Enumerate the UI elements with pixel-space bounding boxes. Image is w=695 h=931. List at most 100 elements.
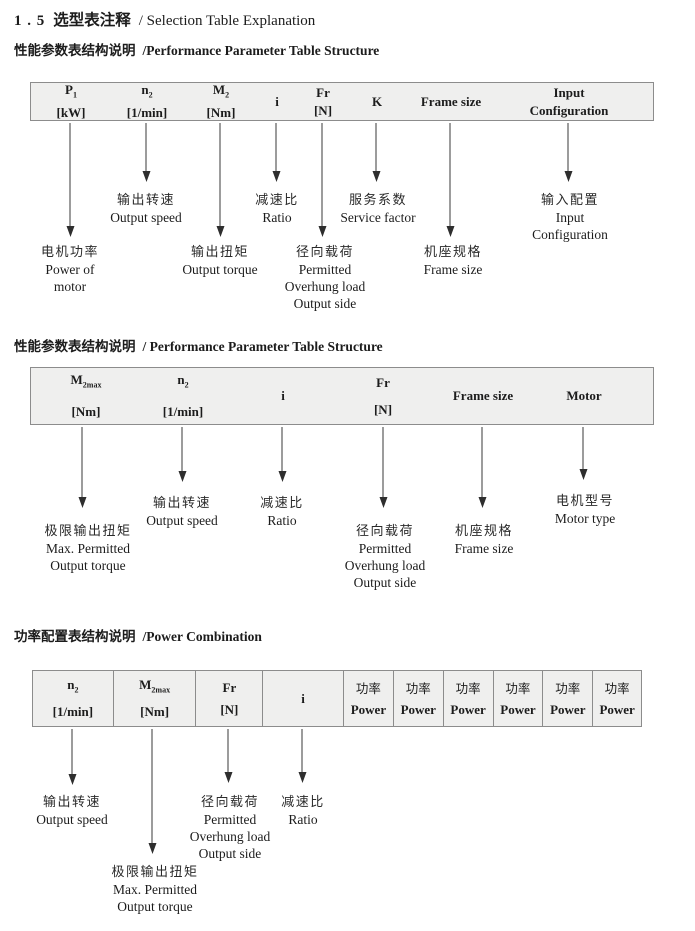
table-column-power: 功率 Power — [492, 671, 543, 726]
arrow-head-icon — [142, 171, 150, 182]
header-unit: [N] — [220, 701, 239, 717]
power-label-zh: 功率 — [604, 680, 630, 696]
callout-en-line: Output side — [353, 575, 417, 590]
header-subscript: 2 — [184, 380, 189, 390]
callout-zh: 减速比 — [255, 193, 299, 208]
arrow-shaft — [449, 123, 451, 226]
section-heading-1: 性能参数表结构说明 /Performance Parameter Table S… — [14, 39, 379, 60]
callout-zh: 极限输出扭矩 — [44, 524, 132, 539]
header-subscript: 1 — [72, 90, 77, 100]
header-unit: [1/min] — [52, 704, 94, 720]
callout-en-line: Output speed — [36, 812, 108, 827]
callout-en-line: Ratio — [262, 210, 292, 225]
header-cell-m2: M2 [Nm] — [207, 82, 236, 120]
header-cell-k: K — [372, 83, 382, 120]
callout-en-line: Overhung load — [344, 558, 426, 573]
title-zh: 选型表注释 — [53, 11, 131, 29]
arrow-shaft — [481, 427, 483, 497]
header-symbol: P1 — [65, 81, 77, 100]
callout-en-line: Output torque — [182, 262, 258, 277]
callout-zh: 极限输出扭矩 — [111, 865, 199, 880]
header-symbol: Fr — [376, 374, 390, 390]
down-arrow — [68, 729, 77, 785]
header-subscript: 2 — [225, 90, 230, 100]
down-arrow — [178, 427, 187, 482]
header-subscript: 2 — [148, 90, 153, 100]
arrow-head-icon — [216, 226, 224, 237]
power-label-zh: 功率 — [405, 680, 431, 696]
arrow-head-icon — [66, 226, 74, 237]
callout-label: 机座规格 Frame size — [424, 245, 483, 278]
callout-zh: 输出转速 — [152, 496, 211, 511]
arrow-shaft — [219, 123, 221, 226]
arrow-head-icon — [446, 226, 454, 237]
callout-en-line: Frame size — [454, 541, 514, 556]
header-cell-n2: n2 [1/min] — [127, 82, 167, 120]
header-cell-i: i — [275, 83, 279, 120]
power-label-zh: 功率 — [505, 680, 531, 696]
down-arrow — [272, 123, 281, 182]
down-arrow — [372, 123, 381, 182]
callout-en-line: Overhung load — [189, 829, 271, 844]
down-arrow — [478, 427, 487, 508]
table-column-i: i — [262, 671, 343, 726]
arrow-shaft — [382, 427, 384, 497]
header-unit: [1/min] — [162, 404, 204, 420]
table-column-power: 功率 Power — [542, 671, 592, 726]
down-arrow — [379, 427, 388, 508]
power-label-en: Power — [450, 701, 486, 717]
table-column-power: 功率 Power — [392, 671, 443, 726]
table-column-fr: Fr [N] — [195, 671, 262, 726]
performance-table-2: M2max [Nm] n2 [1/min] i Fr [N] Frame siz… — [30, 367, 654, 425]
header-cell-frame-size: Frame size — [453, 368, 513, 424]
arrow-head-icon — [564, 171, 572, 182]
header-symbol: Frame size — [452, 388, 514, 403]
header-symbol: Input — [553, 84, 585, 100]
header-unit: Configuration — [529, 102, 609, 118]
callout-label: 机座规格 Frame size — [455, 524, 514, 557]
callout-en-line: Max. Permitted — [45, 541, 130, 556]
callout-en-line: Output side — [198, 846, 262, 861]
section-heading-en: / Performance Parameter Table Structure — [142, 339, 383, 354]
arrow-shaft — [301, 729, 303, 772]
arrow-head-icon — [68, 774, 76, 785]
header-cell-p1: P1 [kW] — [57, 81, 86, 120]
callout-label: 径向载荷 Permitted Overhung load Output side — [285, 245, 366, 312]
callout-zh: 径向载荷 — [200, 795, 260, 810]
callout-label: 减速比 Ratio — [281, 795, 325, 828]
callout-zh: 径向载荷 — [355, 524, 415, 539]
header-symbol: i — [275, 93, 279, 109]
header-symbol: M2max — [139, 676, 171, 695]
arrow-shaft — [281, 427, 283, 471]
header-symbol: Fr — [316, 84, 330, 100]
down-arrow — [278, 427, 287, 482]
callout-label: 径向载荷 Permitted Overhung load Output side — [345, 524, 426, 591]
arrow-head-icon — [272, 171, 280, 182]
performance-table-1: P1 [kW] n2 [1/min] M2 [Nm] i Fr [N] K Fr… — [30, 82, 654, 121]
callout-en-line: Permitted — [203, 812, 257, 827]
header-unit: [Nm] — [71, 404, 101, 420]
arrow-head-icon — [579, 469, 587, 480]
header-symbol: M2max — [70, 371, 102, 390]
arrow-shaft — [321, 123, 323, 226]
callout-label: 输出转速 Output speed — [146, 496, 218, 529]
header-symbol: Frame size — [420, 93, 482, 109]
callout-en-line: Service factor — [340, 210, 416, 225]
callout-en-line: Max. Permitted — [112, 882, 197, 897]
arrow-head-icon — [78, 497, 86, 508]
section-heading-en: /Performance Parameter Table Structure — [142, 43, 380, 58]
down-arrow — [446, 123, 455, 237]
header-cell-input-configuration: Input Configuration — [530, 83, 609, 120]
header-symbol: K — [371, 93, 383, 109]
power-label-en: Power — [350, 701, 387, 717]
header-cell-n2: n2 [1/min] — [163, 368, 203, 424]
title-number: 1 . 5 — [14, 13, 46, 29]
callout-zh: 机座规格 — [423, 245, 483, 260]
power-label-en: Power — [550, 701, 586, 717]
callout-zh: 机座规格 — [454, 524, 514, 539]
callout-en-line: motor — [53, 279, 87, 294]
power-label-zh: 功率 — [555, 680, 581, 696]
arrow-shaft — [582, 427, 584, 469]
power-label-zh: 功率 — [355, 680, 381, 696]
section-heading-zh: 功率配置表结构说明 — [14, 629, 136, 645]
